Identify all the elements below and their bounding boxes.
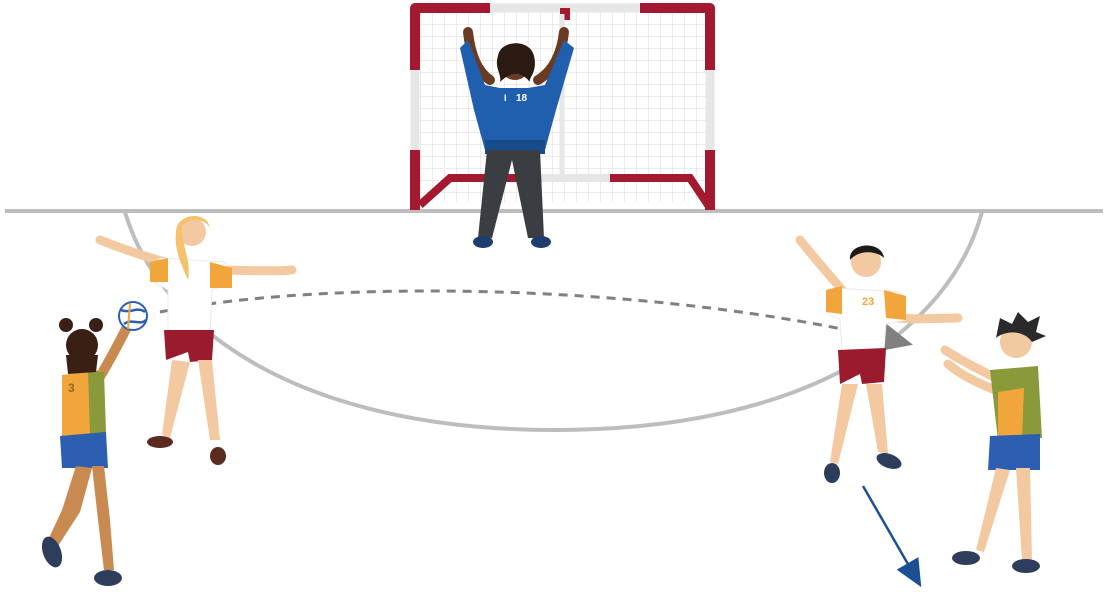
receiver-figure xyxy=(945,312,1046,573)
defender-left-figure xyxy=(100,216,292,465)
defender-right-number: 23 xyxy=(862,296,874,308)
thrower-number: 3 xyxy=(68,381,75,395)
svg-text:I: I xyxy=(504,93,507,103)
defender-right-figure: 23 xyxy=(800,240,958,483)
pass-trajectory-arrow xyxy=(160,291,910,344)
handball-ball-icon xyxy=(119,302,147,330)
run-direction-arrow xyxy=(863,486,920,585)
thrower-figure: 3 xyxy=(38,318,128,586)
goalkeeper-number: 18 xyxy=(516,93,528,104)
